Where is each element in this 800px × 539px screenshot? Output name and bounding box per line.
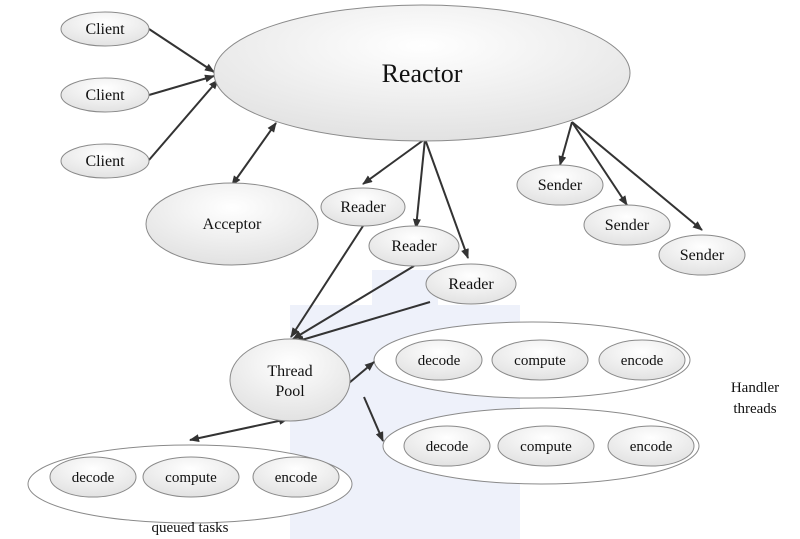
task-label: decode bbox=[426, 439, 469, 455]
reader-label-3: Reader bbox=[448, 276, 494, 293]
task-label: compute bbox=[165, 470, 217, 486]
queued-decode: decode bbox=[49, 456, 137, 498]
acceptor-node: Acceptor bbox=[145, 182, 319, 266]
handler-thread-1-compute: compute bbox=[491, 339, 589, 381]
reader-node-1: Reader bbox=[320, 187, 406, 227]
reader-label-1: Reader bbox=[340, 199, 386, 216]
sender-node-1: Sender bbox=[516, 164, 604, 206]
reader-node-3: Reader bbox=[425, 263, 517, 305]
task-label: encode bbox=[630, 439, 673, 455]
thread-pool-node: Thread Pool bbox=[229, 338, 351, 422]
handler-threads-label-line2: threads bbox=[733, 401, 776, 417]
task-label: decode bbox=[72, 470, 115, 486]
reader-node-2: Reader bbox=[368, 225, 460, 267]
queued-encode: encode bbox=[252, 456, 340, 498]
client-label-3: Client bbox=[85, 153, 125, 170]
reader-label-2: Reader bbox=[391, 238, 437, 255]
acceptor-label: Acceptor bbox=[203, 216, 262, 233]
queued-compute: compute bbox=[142, 456, 240, 498]
handler-thread-1-encode: encode bbox=[598, 339, 686, 381]
handler-thread-2-decode: decode bbox=[403, 425, 491, 467]
task-label: encode bbox=[275, 470, 318, 486]
reactor-node: Reactor bbox=[213, 4, 631, 142]
queued-tasks-label: queued tasks bbox=[151, 520, 228, 536]
handler-thread-2-compute: compute bbox=[497, 425, 595, 467]
sender-label-1: Sender bbox=[538, 177, 583, 194]
sender-label-3: Sender bbox=[680, 247, 725, 264]
handler-threads-label-line1: Handler bbox=[731, 380, 779, 396]
task-label: compute bbox=[514, 353, 566, 369]
thread-pool-label-line2: Pool bbox=[275, 383, 305, 400]
client-label-2: Client bbox=[85, 87, 125, 104]
sender-node-2: Sender bbox=[583, 204, 671, 246]
client-label-1: Client bbox=[85, 21, 125, 38]
sender-node-3: Sender bbox=[658, 234, 746, 276]
client-node-2: Client bbox=[60, 77, 150, 113]
task-label: decode bbox=[418, 353, 461, 369]
client-node-3: Client bbox=[60, 143, 150, 179]
sender-label-2: Sender bbox=[605, 217, 650, 234]
handler-thread-1-decode: decode bbox=[395, 339, 483, 381]
client-node-1: Client bbox=[60, 11, 150, 47]
handler-thread-2-encode: encode bbox=[607, 425, 695, 467]
thread-pool-label-line1: Thread bbox=[267, 363, 312, 380]
reactor-label: Reactor bbox=[382, 59, 463, 88]
task-label: compute bbox=[520, 439, 572, 455]
connection-arrows bbox=[148, 28, 703, 443]
task-label: encode bbox=[621, 353, 664, 369]
